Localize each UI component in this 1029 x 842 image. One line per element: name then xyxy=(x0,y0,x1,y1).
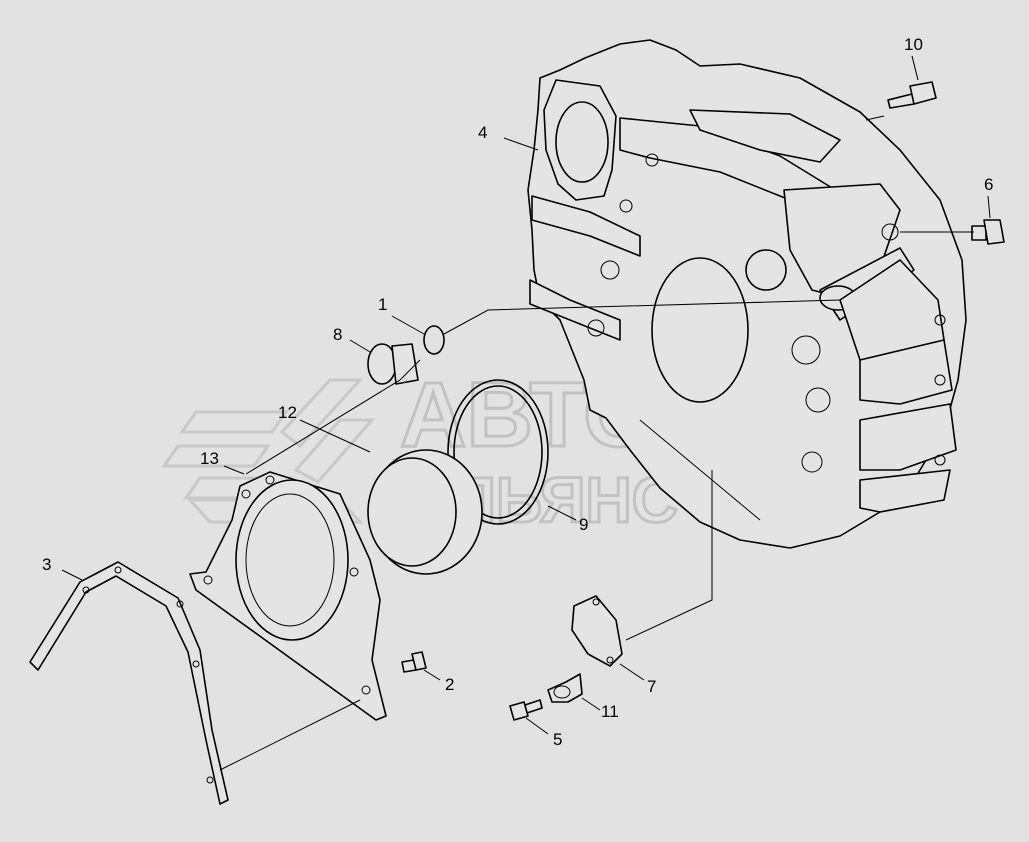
gasket-3 xyxy=(29,561,229,805)
plug-6 xyxy=(971,219,1005,245)
bracket-11 xyxy=(547,673,583,703)
callout-7: 7 xyxy=(647,677,656,696)
flywheel-housing xyxy=(527,39,967,549)
callout-5: 5 xyxy=(553,730,562,749)
o-ring-9 xyxy=(447,379,549,525)
callout-10: 10 xyxy=(904,35,923,54)
cover-plate-7 xyxy=(571,595,623,667)
bolt-10 xyxy=(887,81,937,109)
leader-lines xyxy=(61,55,991,771)
bolt-5 xyxy=(509,699,543,721)
callout-13: 13 xyxy=(200,449,219,468)
callout-3: 3 xyxy=(42,555,51,574)
callout-11: 11 xyxy=(601,702,619,721)
callout-4: 4 xyxy=(478,123,487,142)
o-ring-1 xyxy=(423,325,445,355)
callout-9: 9 xyxy=(579,515,588,534)
seal-cover-13 xyxy=(189,471,387,721)
callout-1: 1 xyxy=(378,295,387,314)
callout-12: 12 xyxy=(278,403,297,422)
callout-6: 6 xyxy=(984,175,993,194)
seal-ring-12 xyxy=(367,449,483,575)
bolt-2 xyxy=(401,651,427,673)
callout-2: 2 xyxy=(445,675,454,694)
callout-labels: 1 2 3 4 5 6 7 8 9 10 11 12 13 xyxy=(42,35,993,749)
plug-8 xyxy=(367,343,419,385)
callout-8: 8 xyxy=(333,325,342,344)
